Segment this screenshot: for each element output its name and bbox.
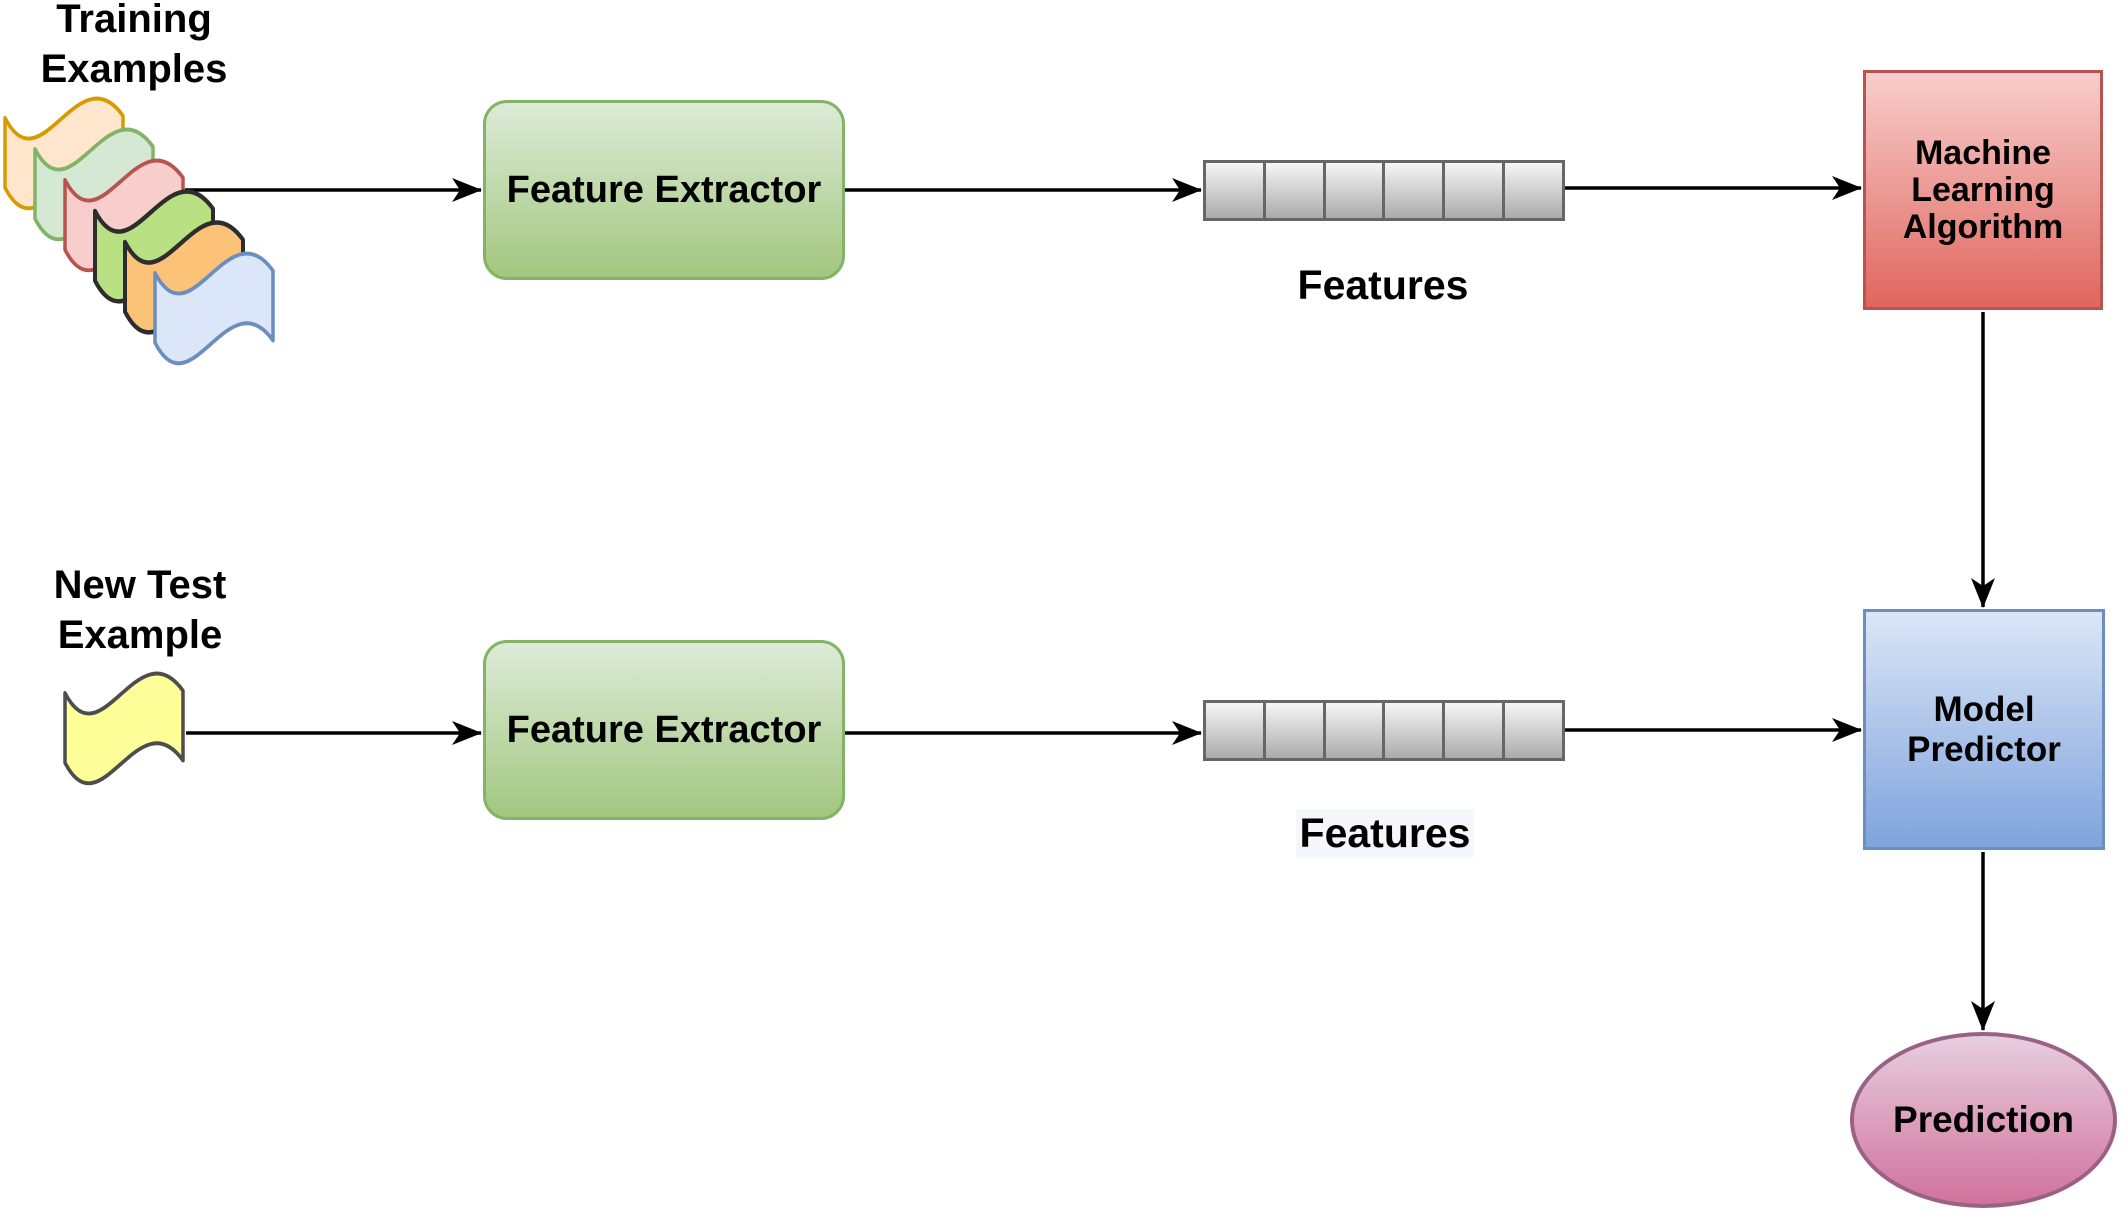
prediction-label: Prediction — [1893, 1099, 2074, 1140]
feature-extractor-label: Feature Extractor — [506, 169, 822, 211]
feature-cell — [1203, 160, 1266, 221]
wave-icon — [63, 671, 185, 786]
feature-cell — [1502, 160, 1565, 221]
wave-stack-icon — [153, 251, 275, 366]
features-label-bottom-bg: Features — [1296, 809, 1474, 858]
model-predictor-box: Model Predictor — [1863, 609, 2105, 850]
wave-6-icon — [153, 251, 275, 366]
feature-cell — [1322, 160, 1386, 221]
model-predictor-label: Model Predictor — [1907, 689, 2061, 769]
wave-yellow-icon — [63, 671, 185, 786]
feature-extractor-label: Feature Extractor — [506, 709, 822, 751]
feature-cell — [1442, 700, 1506, 761]
features-label-top: Features — [1297, 262, 1469, 308]
feature-cell — [1382, 160, 1446, 221]
features-vector-bottom — [1203, 700, 1565, 761]
feature-cell — [1262, 700, 1326, 761]
prediction-ellipse: Prediction — [1850, 1032, 2117, 1208]
new-test-example-label: New Test Example — [53, 563, 227, 657]
machine-learning-algorithm-box: Machine Learning Algorithm — [1863, 70, 2103, 310]
feature-extractor-box-bottom: Feature Extractor — [483, 640, 845, 820]
machine-learning-algorithm-label: Machine Learning Algorithm — [1902, 133, 2064, 246]
features-vector-top — [1203, 160, 1565, 221]
training-examples-label: Training Examples — [40, 0, 228, 91]
features-label-bottom: Features — [1299, 810, 1471, 856]
feature-cell — [1322, 700, 1386, 761]
feature-cell — [1502, 700, 1565, 761]
feature-cell — [1262, 160, 1326, 221]
feature-cell — [1203, 700, 1266, 761]
feature-extractor-box-top: Feature Extractor — [483, 100, 845, 280]
feature-cell — [1442, 160, 1506, 221]
feature-cell — [1382, 700, 1446, 761]
